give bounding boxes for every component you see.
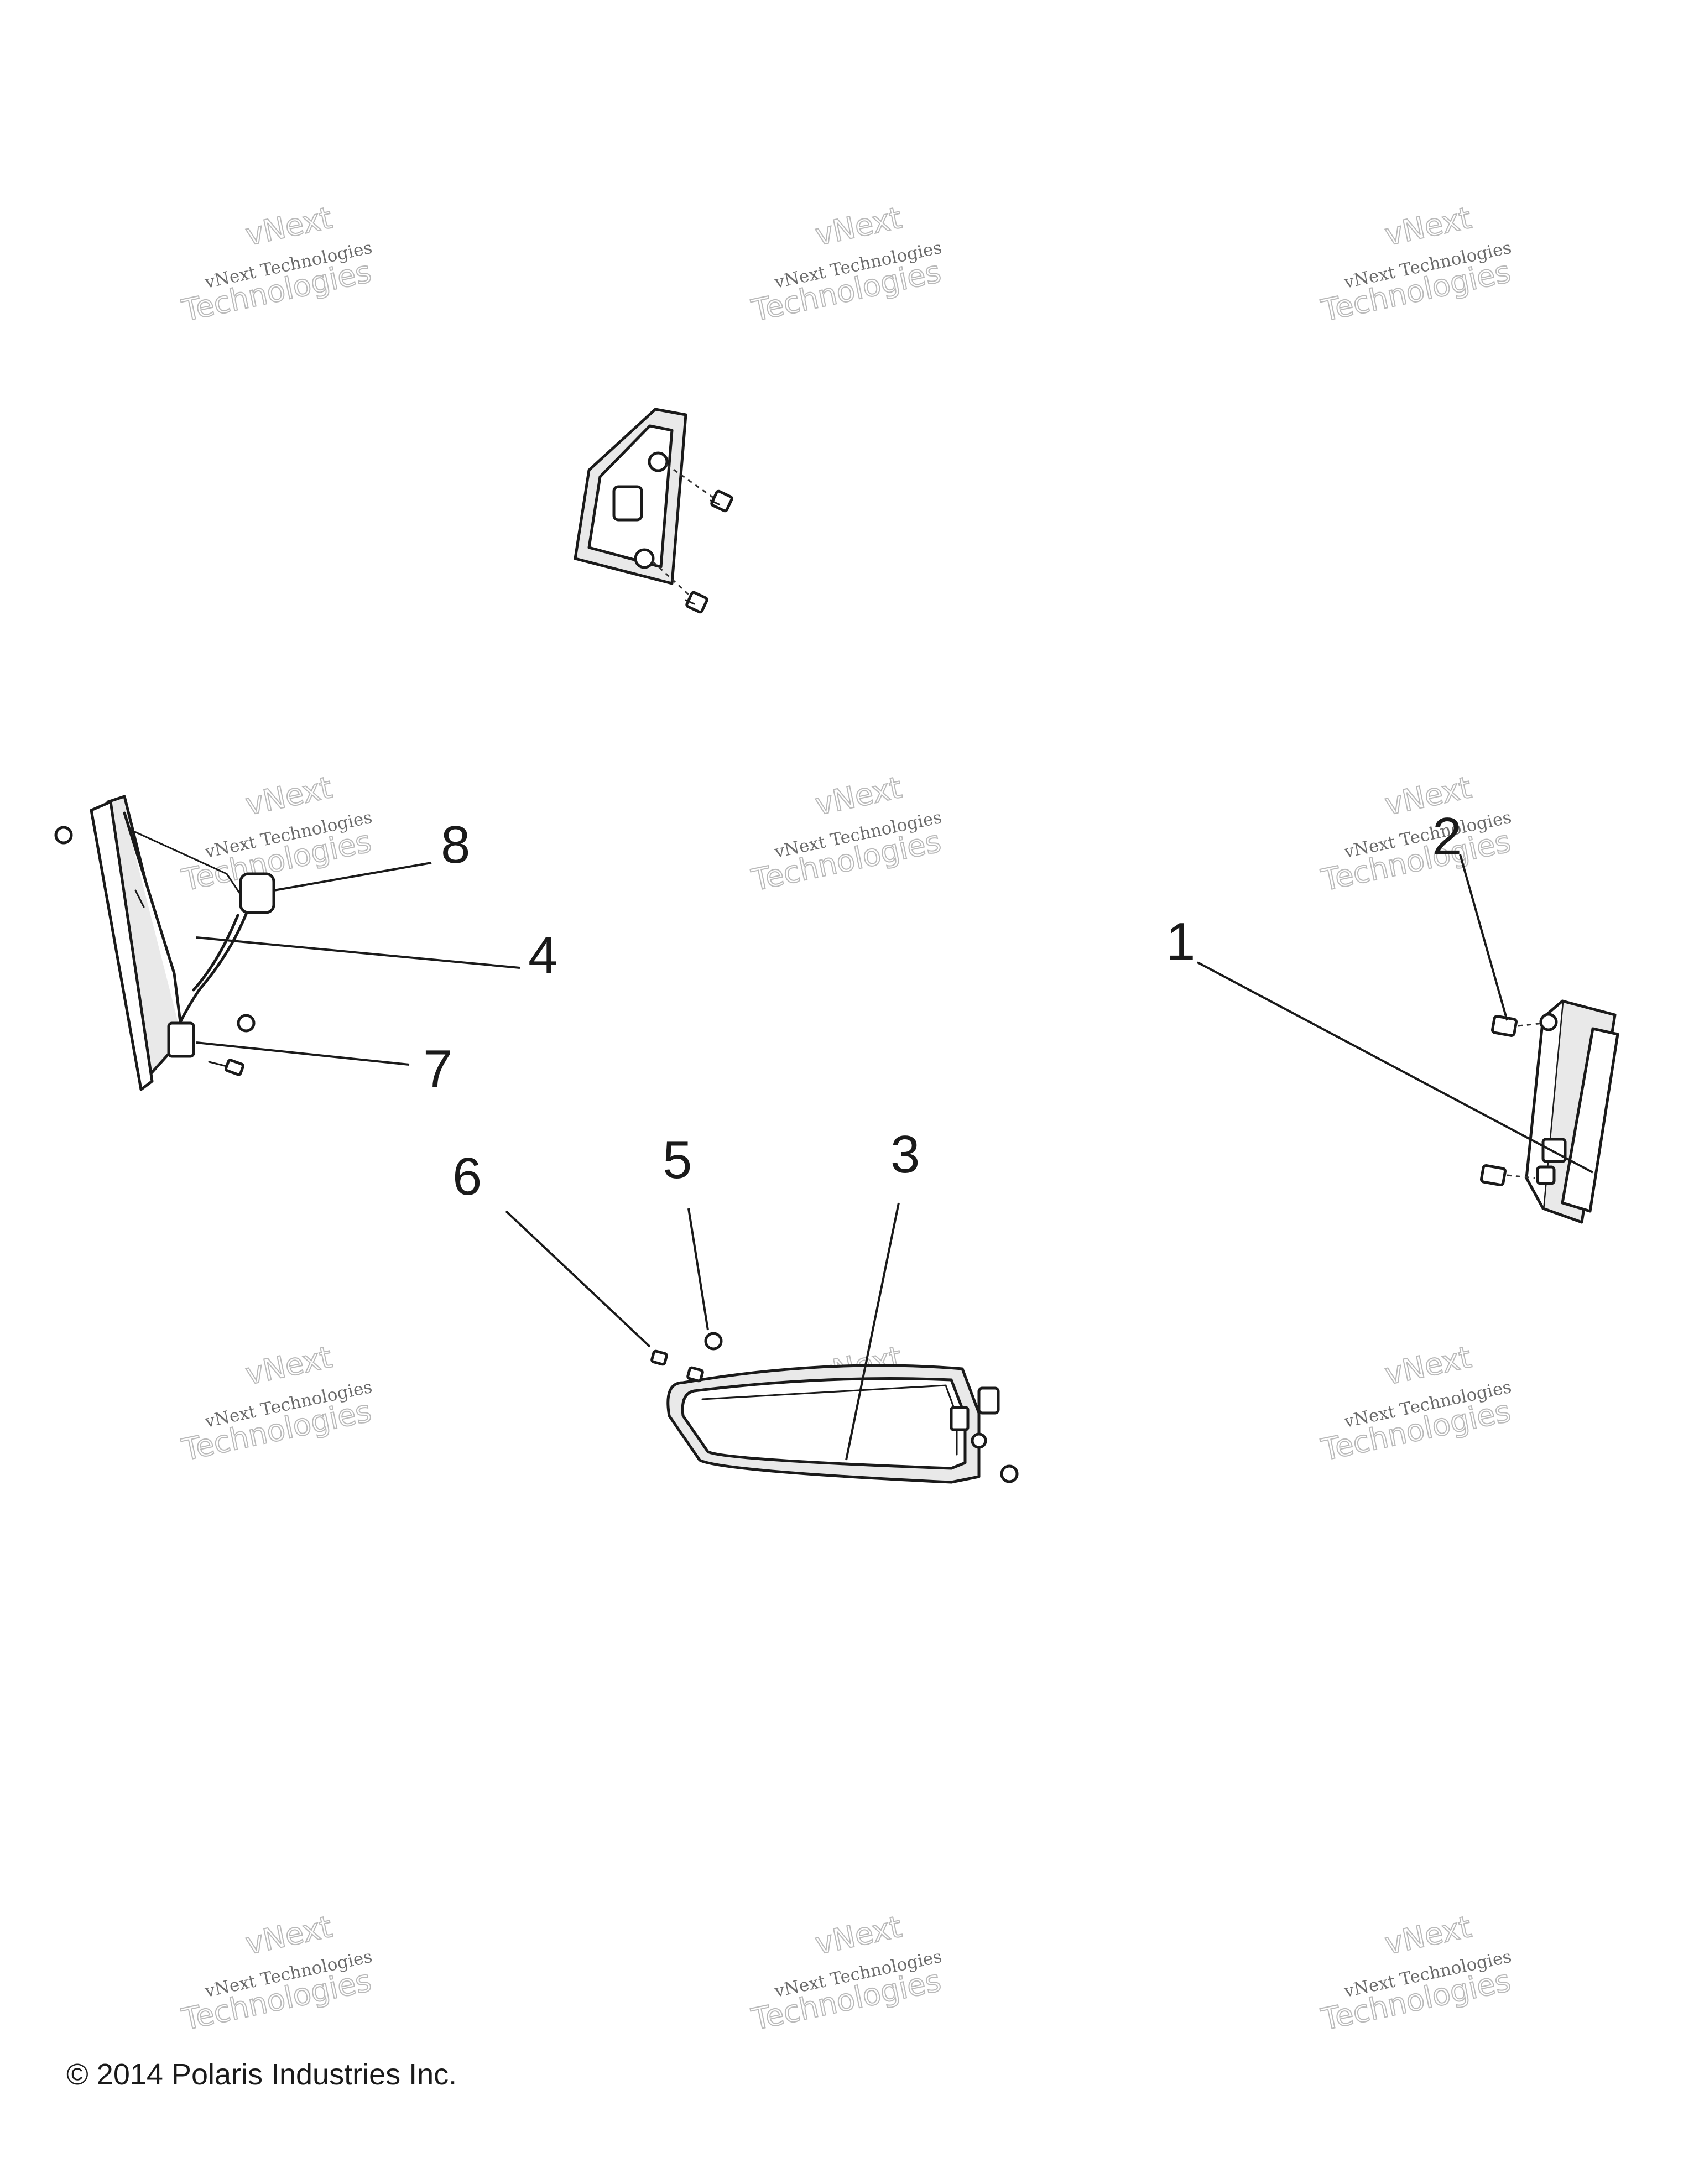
bolt (1479, 1164, 1507, 1186)
watermark-tile: vNext Technologies vNext Technologies (1317, 1909, 1514, 2037)
svg-text:vNext: vNext (242, 770, 335, 822)
leader-lines (196, 854, 1593, 1461)
leader-line-2 (1459, 854, 1508, 1021)
headlight-assembly-bottom (650, 1332, 1019, 1484)
svg-text:vNext: vNext (242, 1339, 335, 1391)
screw (208, 1059, 244, 1076)
watermark-tile: vNext Technologies vNext Technologies (1317, 1339, 1514, 1468)
screw (686, 1366, 704, 1383)
callout-6: 6 (452, 1147, 482, 1206)
clip-ring (237, 1014, 256, 1033)
watermark-tile: vNext Technologies vNext Technologies (748, 1909, 944, 2037)
top-bracket-assembly (574, 408, 733, 614)
callout-3: 3 (890, 1125, 920, 1184)
callout-1: 1 (1166, 912, 1195, 971)
svg-text:vNext: vNext (1382, 1339, 1474, 1391)
leader-line-5 (687, 1208, 709, 1331)
leader-line-7 (196, 1041, 410, 1066)
bolt (685, 591, 708, 614)
clip-ring (54, 826, 73, 845)
bolt (710, 489, 733, 513)
watermark-tile: vNext Technologies vNext Technologies (178, 200, 374, 329)
watermark-tile: vNext Technologies vNext Technologies (178, 1909, 374, 2037)
watermark-tile: vNext Technologies vNext Technologies (1317, 769, 1514, 898)
leader-line-6 (505, 1210, 651, 1348)
clip-ring (1000, 1464, 1019, 1483)
screw (650, 1349, 668, 1366)
bolt (1490, 1015, 1518, 1037)
svg-text:vNext: vNext (812, 770, 904, 822)
callout-5: 5 (663, 1130, 692, 1190)
svg-text:vNext: vNext (1382, 200, 1474, 252)
leader-line-1 (1197, 961, 1593, 1174)
copyright-notice: © 2014 Polaris Industries Inc. (66, 2058, 457, 2091)
watermark-tile: vNext Technologies vNext Technologies (748, 769, 944, 898)
leader-line-3 (845, 1202, 900, 1461)
leader-line-8 (273, 862, 432, 892)
watermark-tile: vNext Technologies vNext Technologies (748, 200, 944, 329)
clip-ring (704, 1332, 723, 1351)
watermark-tile: vNext Technologies vNext Technologies (1317, 200, 1514, 329)
svg-text:vNext: vNext (242, 200, 335, 252)
signal-light-assembly-right (1479, 999, 1619, 1224)
callout-7: 7 (423, 1039, 452, 1098)
callout-4: 4 (528, 926, 557, 985)
svg-text:vNext: vNext (242, 1909, 335, 1961)
svg-text:vNext: vNext (812, 1909, 904, 1961)
watermark: vNext Technologies vNext Technologies vN… (178, 200, 1514, 2037)
callouts: 1 2 3 4 5 6 7 8 (423, 807, 1462, 1206)
svg-text:vNext: vNext (812, 200, 904, 252)
svg-text:vNext: vNext (1382, 1909, 1474, 1961)
callout-8: 8 (441, 815, 470, 874)
headlight-assembly-left (54, 795, 275, 1091)
leader-line-4 (196, 936, 520, 969)
callout-2: 2 (1432, 807, 1462, 866)
watermark-tile: vNext Technologies vNext Technologies (178, 1339, 374, 1468)
